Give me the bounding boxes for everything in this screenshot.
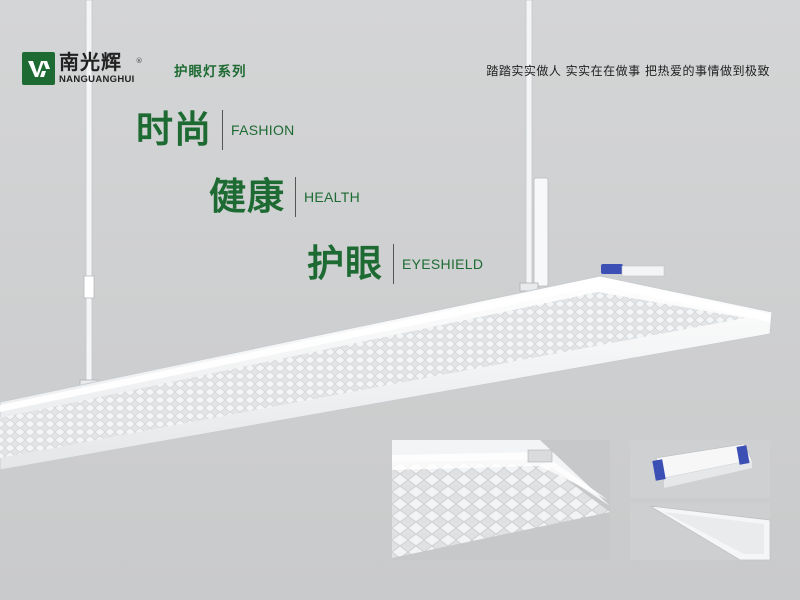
feature-cn: 时尚 <box>136 108 212 151</box>
brand-name-cn-text: 南光辉 <box>59 50 122 74</box>
detail-led-driver <box>630 440 770 498</box>
feature-divider <box>295 177 296 217</box>
feature-en: HEALTH <box>304 189 360 205</box>
feature-en: EYESHIELD <box>402 256 484 272</box>
feature-cn: 护眼 <box>307 242 383 285</box>
brand-logo: 南光辉 ® NANGUANGHUI <box>22 50 143 86</box>
detail-diffuser-closeup <box>392 440 610 560</box>
feature-divider <box>222 110 223 150</box>
feature-eyeshield: 护眼 EYESHIELD <box>307 243 483 285</box>
feature-cn: 健康 <box>209 175 285 218</box>
lamp-body <box>0 264 773 471</box>
feature-health: 健康 HEALTH <box>209 176 360 218</box>
detail-panel-underside <box>630 503 771 561</box>
feature-en: FASHION <box>231 122 295 138</box>
feature-divider <box>393 244 394 284</box>
brand-name-en: NANGUANGHUI <box>59 74 135 85</box>
slogan: 踏踏实实做人 实实在在做事 把热爱的事情做到极致 <box>486 64 770 78</box>
brand-name-cn: 南光辉 ® <box>59 50 143 74</box>
ny-monogram-icon <box>22 52 55 85</box>
feature-fashion: 时尚 FASHION <box>136 109 295 151</box>
registered-mark: ® <box>135 57 144 65</box>
series-title: 护眼灯系列 <box>174 64 247 80</box>
